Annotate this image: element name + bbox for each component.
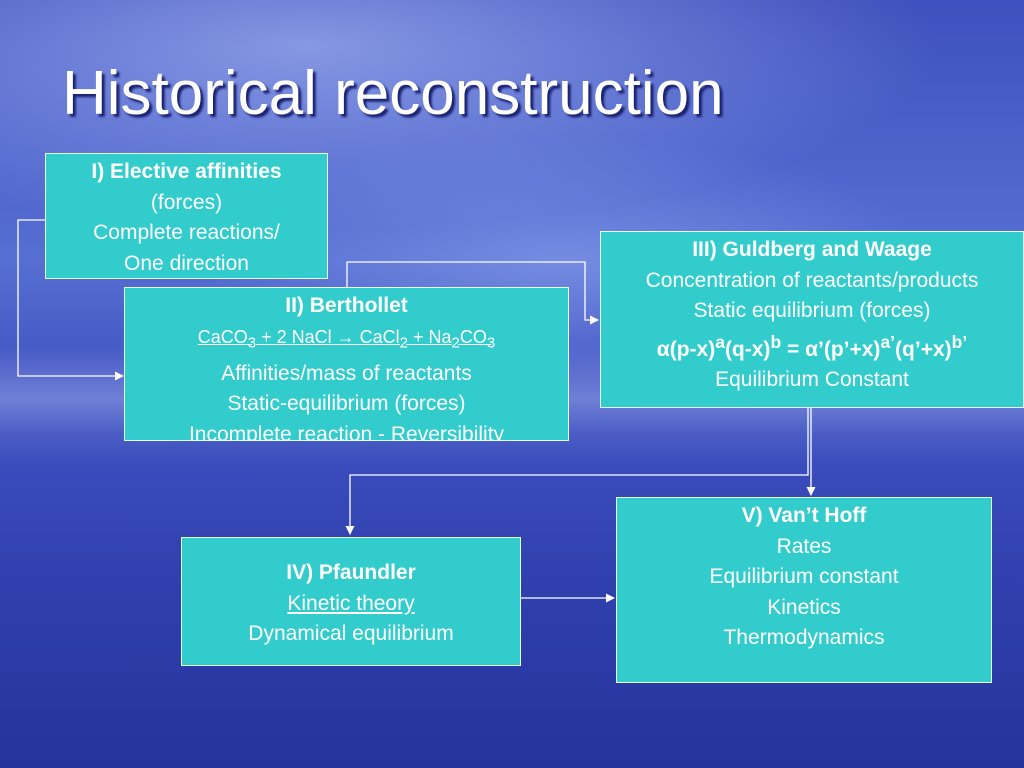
alpha-symbol-2: α xyxy=(805,337,818,361)
box-vant-hoff: V) Van’t Hoff Rates Equilibrium constant… xyxy=(616,497,992,683)
vanthoff-line-1: Rates xyxy=(776,534,832,558)
guldberg-heading: III) Guldberg and Waage xyxy=(692,238,932,261)
berthollet-equation: CaCO3 + 2 NaCl → CaCl2 + Na2CO3 xyxy=(197,326,496,352)
box-berthollet: II) Berthollet CaCO3 + 2 NaCl → CaCl2 + … xyxy=(124,287,569,441)
exp-a: a xyxy=(715,331,725,352)
box-elective-affinities: I) Elective affinities (forces) Complete… xyxy=(45,153,328,279)
box-pfaundler: IV) Pfaundler Kinetic theory Dynamical e… xyxy=(181,537,521,666)
elective-line-3: One direction xyxy=(124,251,249,275)
arrow-guldberg-to-pfaundler xyxy=(345,408,809,535)
exp-b: b xyxy=(770,331,782,352)
elective-line-2: Complete reactions/ xyxy=(93,221,280,244)
exp-b-prime: b’ xyxy=(951,331,968,352)
pfaundler-heading: IV) Pfaundler xyxy=(286,561,416,584)
guldberg-line-2: Static equilibrium (forces) xyxy=(693,299,931,322)
guldberg-formula: α(p-x)a(q-x)b = α’(p’+x)a’(q’+x)b’ xyxy=(656,331,968,361)
vanthoff-line-2: Equilibrium constant xyxy=(709,565,899,588)
alpha-symbol-1: α xyxy=(656,337,670,361)
slide-title: Historical reconstruction xyxy=(62,59,724,128)
vanthoff-line-4: Thermodynamics xyxy=(723,626,885,649)
exp-a-prime: a’ xyxy=(880,331,896,352)
arrow-berthollet-to-guldberg xyxy=(346,261,599,325)
berthollet-line-1: Affinities/mass of reactants xyxy=(221,361,472,385)
vanthoff-line-3: Kinetics xyxy=(767,595,841,619)
berthollet-heading: II) Berthollet xyxy=(285,294,408,317)
pfaundler-line-1: Dynamical equilibrium xyxy=(248,622,454,645)
berthollet-line-2: Static-equilibrium (forces) xyxy=(227,392,466,416)
guldberg-line-3: Equilibrium Constant xyxy=(715,368,909,391)
box-guldberg-waage: III) Guldberg and Waage Concentration of… xyxy=(600,231,1024,408)
pfaundler-kinetic-theory: Kinetic theory xyxy=(287,591,415,615)
vanthoff-heading: V) Van’t Hoff xyxy=(741,504,867,527)
berthollet-line-3: Incomplete reaction - Reversibility xyxy=(188,422,505,441)
elective-line-1: (forces) xyxy=(150,190,223,214)
elective-heading: I) Elective affinities xyxy=(91,160,282,183)
arrow-elective-to-berthollet xyxy=(17,219,124,381)
guldberg-line-1: Concentration of reactants/products xyxy=(645,268,979,292)
